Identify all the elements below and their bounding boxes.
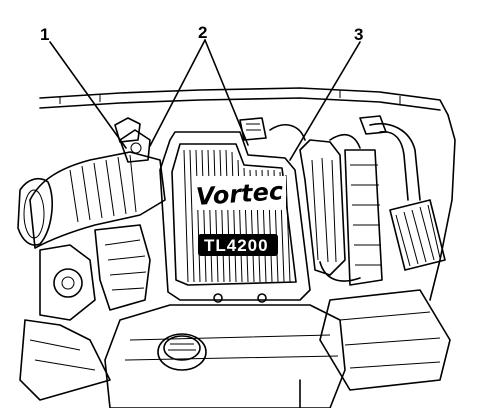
callout-3-leader <box>289 41 361 161</box>
callout-2-leader-left <box>149 39 206 147</box>
air-intake-duct <box>17 151 166 249</box>
right-engine-components <box>269 123 451 391</box>
left-engine-components <box>19 129 151 401</box>
callout-1-leader <box>49 41 127 149</box>
callout-leaders <box>49 39 361 161</box>
oil-filler-cap-icon <box>157 333 207 371</box>
model-badge <box>198 234 278 256</box>
engine-front <box>104 304 346 408</box>
callout-2: 2 <box>198 23 207 42</box>
hood-outline <box>39 87 456 301</box>
cover-bolt <box>257 293 267 303</box>
cover-bolt <box>213 293 223 303</box>
engine-cover: Vortec TL4200 <box>159 131 311 303</box>
brand-logo: Vortec <box>195 177 284 211</box>
callout-1: 1 <box>40 25 49 44</box>
upper-connectors <box>114 115 387 143</box>
cover-ribs <box>183 149 291 283</box>
model-label: TL4200 <box>204 236 269 255</box>
callout-3: 3 <box>354 25 363 44</box>
callout-2-leader-right <box>204 39 249 146</box>
